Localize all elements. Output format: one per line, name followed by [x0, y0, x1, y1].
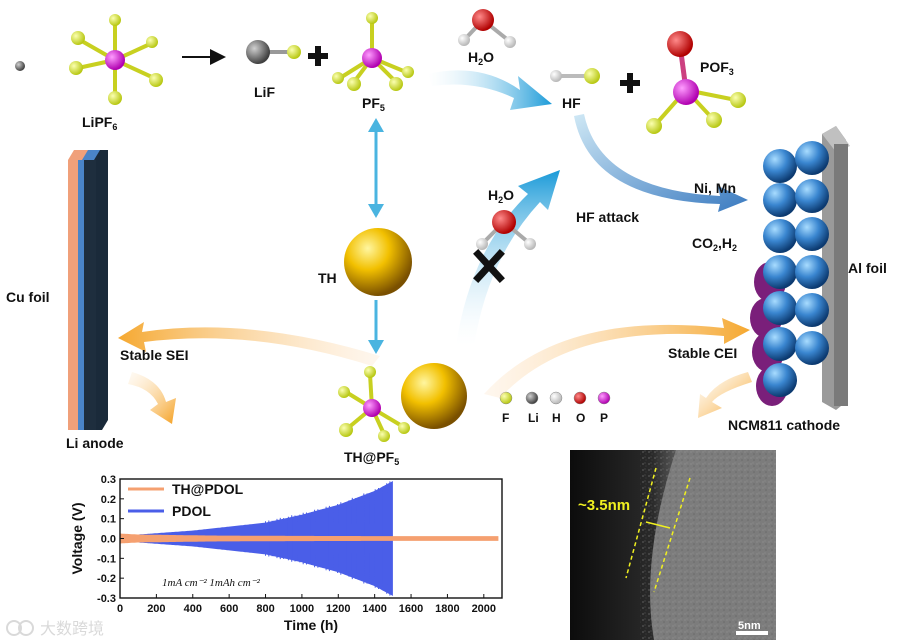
cei-down-arrow [698, 372, 752, 418]
ncm-particle [763, 183, 797, 217]
legend-swatch-h [550, 392, 562, 404]
stable-sei-label: Stable SEI [120, 347, 188, 363]
ncm-particle [795, 179, 829, 213]
tem-thickness-label: ~3.5nm [578, 497, 630, 514]
ncm-particle [795, 141, 829, 175]
legend-label-p: P [600, 411, 608, 425]
plus-icon [620, 73, 640, 93]
y-tick-label: -0.3 [97, 593, 116, 605]
legend-label-pdol: PDOL [172, 503, 211, 519]
ncm-particle [795, 293, 829, 327]
ncm-particle [763, 327, 797, 361]
ncm-particle [763, 149, 797, 183]
y-axis-title: Voltage (V) [69, 502, 85, 574]
y-tick-label: 0.1 [101, 514, 116, 526]
lipf6-molecule [69, 14, 163, 105]
li-atom-small [15, 61, 25, 71]
legend-label-o: O [576, 411, 585, 425]
pof3-molecule [646, 31, 746, 134]
cu-foil-anode [68, 150, 108, 430]
hydrolysis-arrow [428, 70, 552, 110]
lipf6-label: LiPF6 [82, 114, 117, 132]
hf-label: HF [562, 95, 581, 111]
sei-down-arrow [128, 372, 176, 424]
th-molecule [344, 228, 412, 296]
ncm811-particles [763, 141, 829, 397]
x-tick-label: 2000 [472, 603, 496, 615]
voltage-chart: 0.3 0.2 0.1 0.0 -0.1 -0.2 -0.30 200 400 600 800 100… [69, 474, 502, 633]
tem-scale-bar-label: 5nm [738, 620, 761, 632]
y-tick-label: -0.2 [97, 573, 116, 585]
ni-mn-label: Ni, Mn [694, 180, 736, 196]
x-tick-label: 0 [117, 603, 123, 615]
x-tick-label: 1800 [435, 603, 459, 615]
water-top-label: H2O [468, 49, 494, 67]
pof3-label: POF3 [700, 59, 734, 77]
element-legend: F Li H O P [500, 392, 610, 425]
th-pf5-label: TH@PF5 [344, 449, 399, 467]
svg-text:大数跨境: 大数跨境 [40, 619, 104, 638]
pf5-molecule [332, 12, 414, 91]
cu-foil-label: Cu foil [6, 289, 50, 305]
legend-label-h: H [552, 411, 561, 425]
y-tick-label: 0.3 [101, 474, 116, 486]
stable-cei-label: Stable CEI [668, 345, 737, 361]
legend-swatch-o [574, 392, 586, 404]
ncm-particle [795, 255, 829, 289]
ncm-particle [763, 219, 797, 253]
legend-swatch-p [598, 392, 610, 404]
legend-label-li: Li [528, 411, 539, 425]
watermark: 大数跨境 [7, 619, 104, 638]
li-anode-label: Li anode [66, 435, 124, 451]
x-tick-label: 600 [220, 603, 238, 615]
lif-molecule [246, 40, 301, 64]
y-tick-label: 0.0 [101, 534, 116, 546]
plus-icon [308, 46, 328, 66]
x-tick-label: 400 [184, 603, 202, 615]
y-tick-label: 0.2 [101, 494, 116, 506]
legend-swatch-li [526, 392, 538, 404]
lif-label: LiF [254, 84, 275, 100]
x-tick-label: 1200 [326, 603, 350, 615]
x-tick-label: 200 [147, 603, 165, 615]
x-tick-label: 1400 [362, 603, 386, 615]
hf-molecule [550, 68, 600, 84]
ncm-particle [763, 363, 797, 397]
water-middle-label: H2O [488, 187, 514, 205]
x-axis-title: Time (h) [284, 617, 338, 633]
y-tick-label: -0.1 [97, 553, 116, 565]
x-tick-label: 800 [256, 603, 274, 615]
complex-arrow [368, 300, 384, 354]
ncm-particle [763, 291, 797, 325]
water-molecule-top [458, 9, 516, 48]
legend-label-f: F [502, 411, 509, 425]
ncm-particle [795, 217, 829, 251]
ncm811-label: NCM811 cathode [728, 417, 840, 433]
th-pf5-complex [338, 363, 467, 442]
ncm-particle [763, 255, 797, 289]
legend-label-th-pdol: TH@PDOL [172, 481, 244, 497]
binding-double-arrow [368, 118, 384, 218]
pf5-label: PF5 [362, 95, 385, 113]
th-label: TH [318, 270, 337, 286]
tem-image [570, 450, 776, 640]
chart-annotation: 1mA cm⁻² 1mAh cm⁻² [162, 577, 260, 589]
x-tick-label: 1000 [290, 603, 314, 615]
co2-h2-label: CO2,H2 [692, 235, 737, 253]
x-tick-label: 1600 [399, 603, 423, 615]
hf-attack-label: HF attack [576, 209, 639, 225]
al-foil-label: Al foil [848, 260, 887, 276]
ncm-particle [795, 331, 829, 365]
